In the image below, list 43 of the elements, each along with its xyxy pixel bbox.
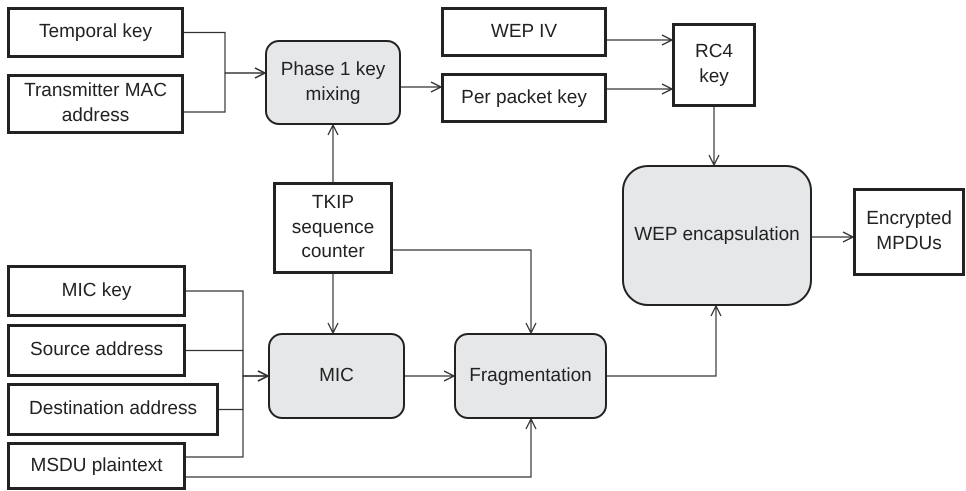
node-label: MSDU plaintext bbox=[30, 454, 162, 478]
process-box bbox=[454, 333, 607, 419]
arrow bbox=[186, 370, 269, 458]
node-label: WEP encapsulation bbox=[634, 223, 800, 248]
node-label: Source address bbox=[30, 338, 164, 362]
arrow bbox=[607, 305, 722, 377]
arrow bbox=[327, 274, 339, 334]
data-box bbox=[441, 7, 607, 57]
data-box bbox=[853, 188, 965, 276]
process-box bbox=[265, 40, 401, 125]
data-box bbox=[273, 182, 393, 274]
process-box bbox=[268, 333, 405, 419]
process-box bbox=[622, 165, 812, 306]
arrow bbox=[812, 231, 854, 243]
arrow bbox=[186, 418, 537, 478]
node-label: Destination address bbox=[29, 397, 197, 422]
node-label: Phase 1 key mixing bbox=[280, 58, 386, 106]
data-box bbox=[7, 265, 186, 317]
node-label: Temporal key bbox=[39, 20, 152, 44]
node-label: Per packet key bbox=[461, 86, 587, 110]
data-box bbox=[672, 23, 756, 107]
data-box bbox=[7, 383, 219, 436]
data-box bbox=[7, 442, 186, 490]
node-label: Encrypted MPDUs bbox=[865, 207, 953, 256]
data-box bbox=[441, 73, 607, 123]
node-label: TKIP sequence counter bbox=[290, 190, 376, 264]
node-label: RC4 key bbox=[694, 40, 734, 89]
data-box bbox=[7, 7, 184, 58]
arrow bbox=[393, 249, 537, 334]
node-label: MIC bbox=[319, 364, 354, 388]
node-label: Fragmentation bbox=[469, 364, 592, 388]
arrow bbox=[327, 124, 339, 182]
data-box bbox=[7, 324, 186, 377]
arrow bbox=[184, 67, 266, 113]
arrow bbox=[607, 83, 673, 95]
arrow bbox=[607, 34, 673, 46]
node-label: Transmitter MAC address bbox=[23, 79, 168, 128]
arrow bbox=[405, 370, 455, 382]
arrow bbox=[708, 107, 720, 166]
arrow bbox=[401, 81, 442, 93]
node-label: MIC key bbox=[62, 278, 132, 303]
node-label: WEP IV bbox=[490, 20, 558, 44]
data-box bbox=[7, 74, 184, 134]
